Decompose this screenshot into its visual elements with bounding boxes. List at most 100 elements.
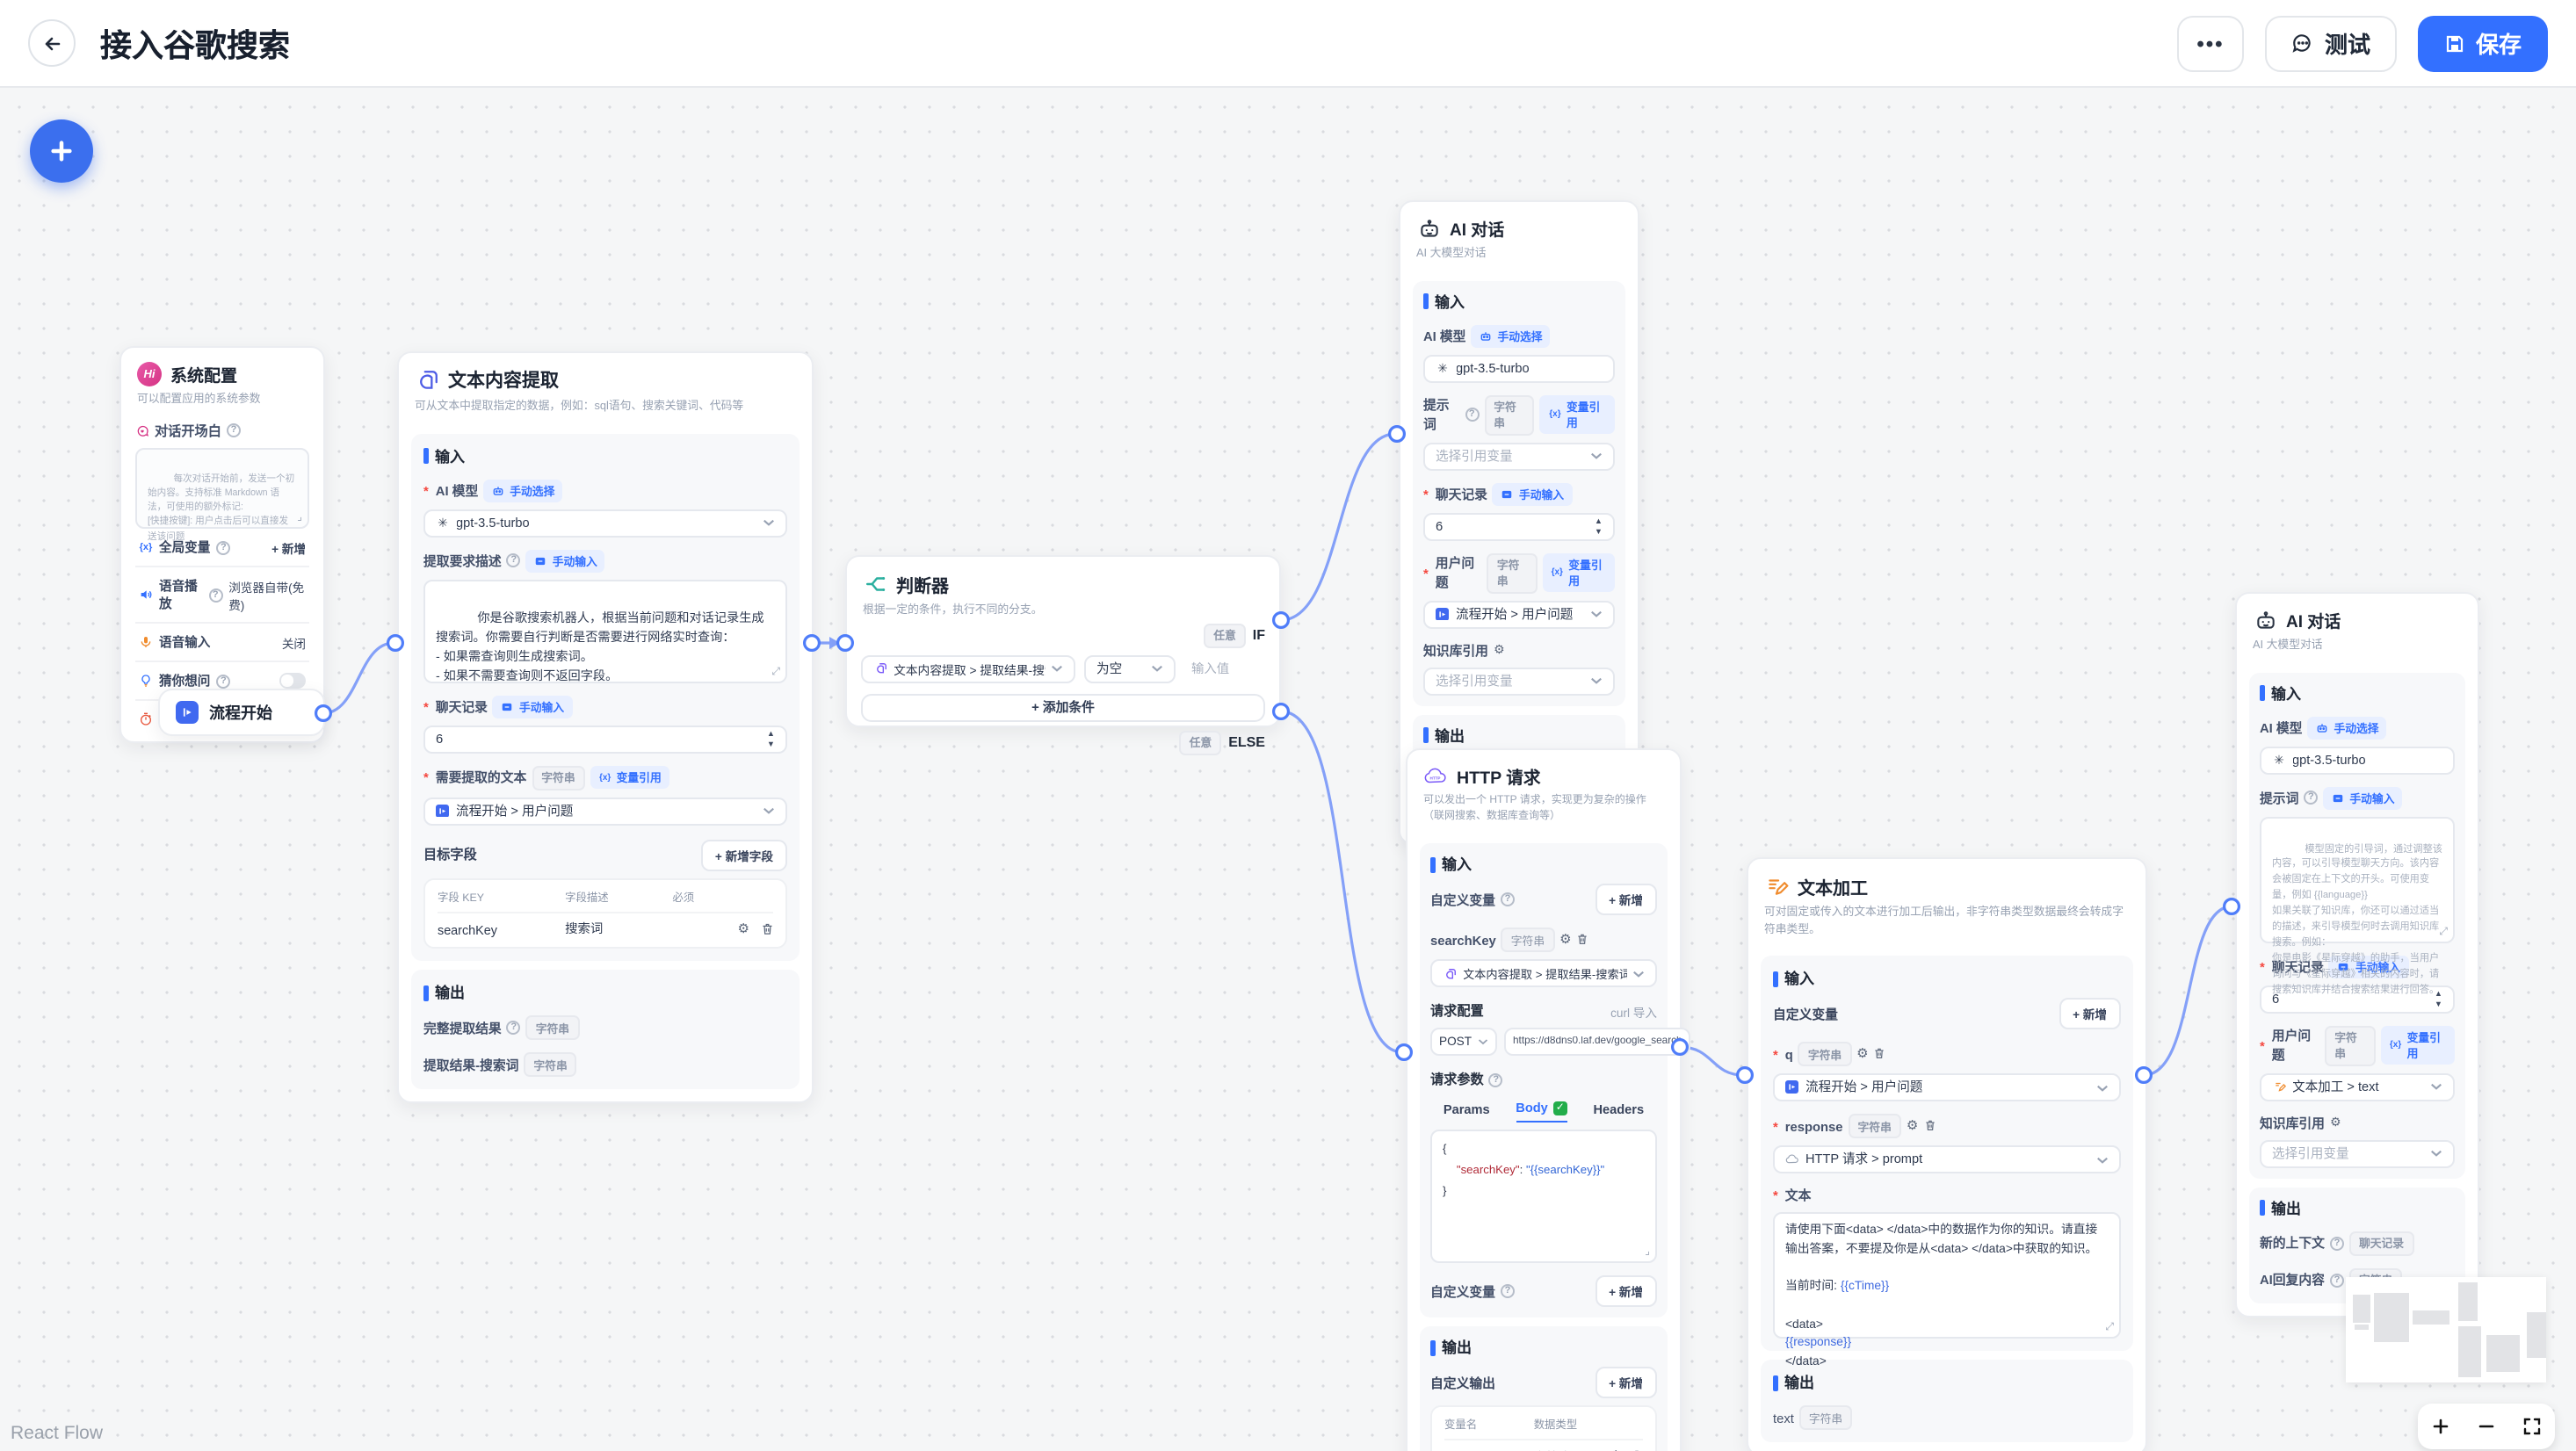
- varref-mini-icon: {x}: [1551, 567, 1563, 579]
- text-template-textarea[interactable]: 请使用下面<data> </data>中的数据作为你的知识。请直接输出答案，不要…: [1773, 1212, 2121, 1368]
- chevron-down-icon: [763, 806, 775, 815]
- input-mini-icon: [2337, 959, 2351, 973]
- node-title: 文本内容提取: [448, 371, 559, 392]
- robot-mini-icon: [2315, 720, 2329, 734]
- section-input-label: 输入: [1435, 292, 1465, 311]
- history-input[interactable]: 6 ▲▼: [2260, 985, 2455, 1014]
- node-subtitle: AI 大模型对话: [1416, 248, 1487, 260]
- var-response-name: response: [1784, 1118, 1843, 1135]
- model-select[interactable]: ✳ gpt-3.5-turbo: [2260, 746, 2455, 775]
- gear-icon[interactable]: ⚙: [737, 920, 749, 936]
- gear-icon[interactable]: ⚙: [1559, 931, 1572, 948]
- node-text-extract[interactable]: 文本内容提取 可从文本中提取指定的数据，例如：sql语句、搜索关键词、代码等 输…: [397, 351, 814, 1104]
- url-input[interactable]: https://d8dns0.laf.dev/google_search: [1504, 1028, 1691, 1056]
- desc-textarea[interactable]: 你是谷歌搜索机器人，根据当前问题和对话记录生成搜索词。你需要自行判断是否需要进行…: [423, 579, 787, 683]
- model-select[interactable]: ✳ gpt-3.5-turbo: [423, 509, 787, 538]
- col-required: 必须: [672, 892, 695, 905]
- resize-handle-icon[interactable]: ⌟: [1645, 1247, 1650, 1258]
- header-bar: 接入谷歌搜索 ••• 测试 保存: [0, 0, 2576, 88]
- var-q-select[interactable]: 流程开始 > 用户问题: [1773, 1073, 2121, 1102]
- kb-select[interactable]: 选择引用变量: [2260, 1139, 2455, 1168]
- prompt-select[interactable]: 选择引用变量: [1423, 442, 1615, 471]
- node-text-process[interactable]: 文本加工 可对固定或传入的文本进行加工后输出，非字符串类型数据最终会转成字符串类…: [1747, 857, 2147, 1451]
- condition-var-select[interactable]: 文本内容提取 > 提取结果-搜索词: [861, 654, 1075, 683]
- stepper-icons[interactable]: ▲▼: [1594, 516, 1603, 536]
- history-input[interactable]: 6 ▲▼: [1423, 512, 1615, 541]
- gear-icon[interactable]: ⚙: [1610, 1449, 1622, 1451]
- var-value-select[interactable]: 文本内容提取 > 提取结果-搜索词: [1430, 959, 1657, 987]
- add-var-button[interactable]: + 新增: [1595, 884, 1657, 915]
- openai-icon: ✳: [2274, 754, 2284, 768]
- resize-handle-icon[interactable]: ⌟: [297, 512, 302, 523]
- add-output-button[interactable]: + 新增: [1595, 1367, 1657, 1398]
- add-var-button[interactable]: + 新增: [2059, 998, 2121, 1030]
- col-var-name: 变量名: [1444, 1419, 1478, 1432]
- variable-icon: {x}: [139, 542, 153, 553]
- condition-value-input[interactable]: 输入值: [1191, 660, 1230, 676]
- node-system-config[interactable]: Hi 系统配置 可以配置应用的系统参数 对话开场白 每次对话开始前，发送一个初始…: [119, 346, 325, 743]
- trash-icon[interactable]: [1923, 1119, 1936, 1134]
- node-flow-start[interactable]: 流程开始: [158, 689, 325, 736]
- tab-headers[interactable]: Headers: [1593, 1101, 1645, 1116]
- zoom-out-button[interactable]: [2469, 1409, 2504, 1444]
- trash-icon[interactable]: [1874, 1047, 1886, 1062]
- add-global-var-button[interactable]: + 新增: [271, 544, 306, 557]
- tab-params[interactable]: Params: [1443, 1101, 1490, 1116]
- tab-body[interactable]: Body✓: [1516, 1100, 1567, 1123]
- manual-input-badge: 手动输入: [2323, 786, 2403, 810]
- help-icon: [2329, 1236, 2344, 1251]
- model-select[interactable]: ✳ gpt-3.5-turbo: [1423, 354, 1615, 383]
- tts-value[interactable]: 浏览器自带(免费): [228, 582, 305, 613]
- node-ai-chat-2[interactable]: AI 对话 AI 大模型对话 输入 AI 模型 手动选择 ✳ gpt-3.5-t…: [2235, 592, 2479, 1317]
- resize-handle-icon[interactable]: ⤢: [2439, 927, 2448, 938]
- var-ref-badge: {x}变量引用: [1542, 553, 1615, 593]
- node-http-request[interactable]: HTTP HTTP 请求 可以发出一个 HTTP 请求，实现更为复杂的操作（联网…: [1406, 748, 1691, 1451]
- question-select[interactable]: 流程开始 > 用户问题: [1423, 600, 1615, 629]
- fit-view-button[interactable]: [2514, 1409, 2550, 1444]
- add-node-button[interactable]: [30, 119, 93, 183]
- connection-handles[interactable]: [0, 88, 2576, 1451]
- timer-icon: [139, 712, 153, 726]
- flow-canvas[interactable]: React Flow Hi 系统配置 可以配置应用的系统参数: [0, 88, 2576, 1451]
- trash-icon[interactable]: [760, 921, 773, 937]
- chevron-down-icon: [2096, 1155, 2109, 1164]
- resize-handle-icon[interactable]: ⤢: [771, 667, 780, 678]
- test-button[interactable]: 测试: [2264, 15, 2397, 71]
- gear-icon[interactable]: ⚙: [1856, 1045, 1869, 1062]
- help-icon: [1500, 1284, 1515, 1298]
- condition-op-select[interactable]: 为空: [1084, 654, 1176, 683]
- more-button[interactable]: •••: [2176, 15, 2244, 71]
- kb-select[interactable]: 选择引用变量: [1423, 667, 1615, 696]
- stepper-icons[interactable]: ▲▼: [766, 729, 775, 748]
- trash-icon[interactable]: [1577, 933, 1589, 948]
- add-field-button[interactable]: + 新增字段: [700, 839, 787, 871]
- add-condition-button[interactable]: + 添加条件: [861, 693, 1265, 722]
- minimap[interactable]: [2346, 1277, 2546, 1382]
- gear-icon[interactable]: ⚙: [2329, 1116, 2341, 1130]
- gear-icon[interactable]: ⚙: [1493, 644, 1505, 657]
- add-var-button[interactable]: + 新增: [1595, 1275, 1657, 1307]
- history-input[interactable]: 6 ▲▼: [423, 725, 787, 754]
- gear-icon[interactable]: ⚙: [1906, 1117, 1919, 1134]
- body-code-editor[interactable]: { "searchKey": "{{searchKey}}" }⌟: [1430, 1130, 1657, 1263]
- method-select[interactable]: POST: [1430, 1028, 1497, 1056]
- guess-toggle[interactable]: [279, 673, 306, 689]
- prompt-textarea[interactable]: 模型固定的引导词，通过调整该内容，可以引导模型聊天方向。该内容会被固定在上下文的…: [2260, 816, 2455, 996]
- question-select[interactable]: 文本加工 > text: [2260, 1072, 2455, 1101]
- minimap-node-rect: [2486, 1335, 2520, 1372]
- var-response-select[interactable]: HTTP 请求 > prompt: [1773, 1145, 2121, 1174]
- stepper-icons[interactable]: ▲▼: [2434, 990, 2442, 1008]
- back-button[interactable]: [28, 19, 76, 67]
- node-condition[interactable]: 判断器 根据一定的条件，执行不同的分支。 任意 IF 文本内容提取 > 提取结果…: [845, 555, 1281, 755]
- resize-handle-icon[interactable]: ⤢: [2105, 1323, 2114, 1334]
- source-select[interactable]: 流程开始 > 用户问题: [423, 797, 787, 826]
- curl-import-button[interactable]: curl 导入: [1610, 1007, 1657, 1020]
- save-button[interactable]: 保存: [2417, 15, 2548, 71]
- minimap-node-rect: [2353, 1295, 2370, 1323]
- help-icon: [1500, 892, 1515, 906]
- custom-var-label: 自定义变量: [1773, 1006, 1838, 1022]
- welcome-textarea[interactable]: 每次对话开始前，发送一个初始内容。支持标准 Markdown 语法，可使用的额外…: [135, 447, 309, 542]
- zoom-in-button[interactable]: [2423, 1409, 2458, 1444]
- stt-value[interactable]: 关闭: [281, 639, 306, 652]
- edge-textproc-aichat: [2143, 905, 2232, 1077]
